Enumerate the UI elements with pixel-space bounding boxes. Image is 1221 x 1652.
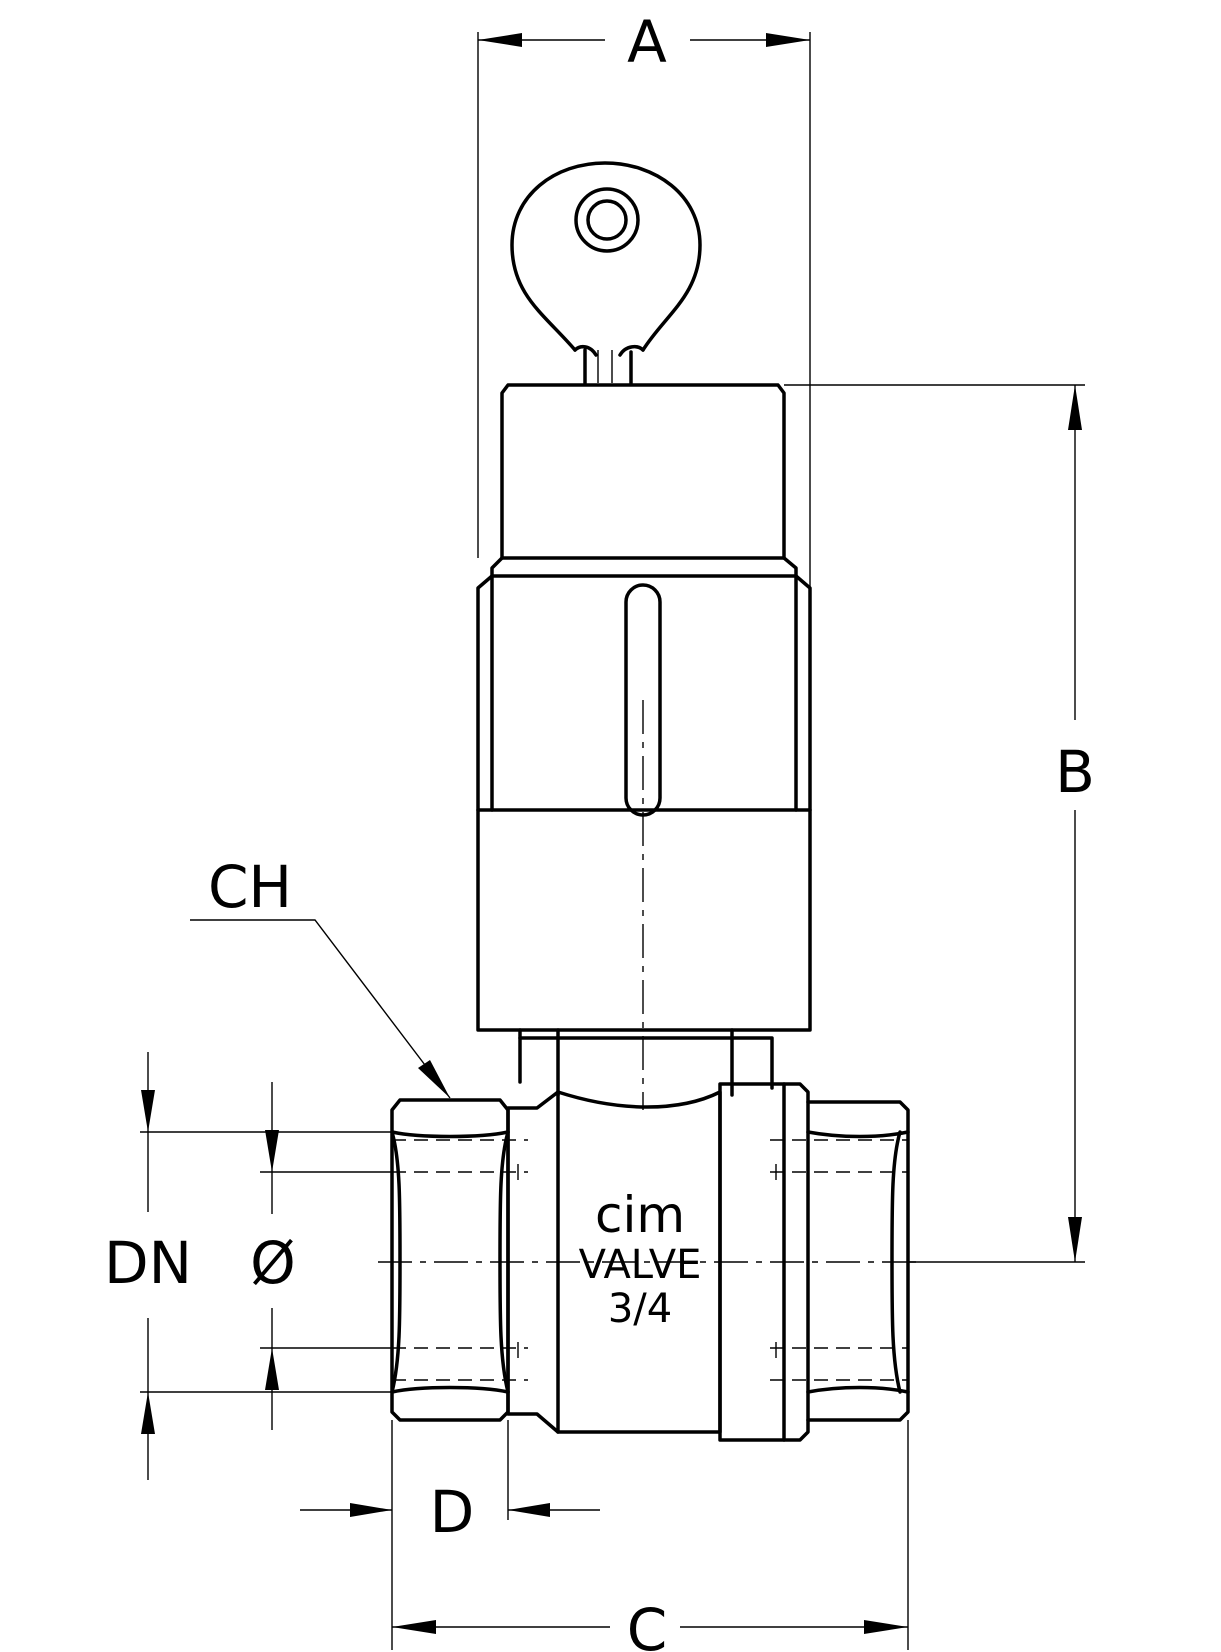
ch-leader bbox=[190, 919, 451, 1099]
dimension-label-b: B bbox=[1055, 738, 1095, 806]
dimension-b bbox=[784, 384, 1085, 1263]
hex-handle-body bbox=[476, 574, 812, 1032]
hidden-thread-lines bbox=[392, 1139, 908, 1381]
dimension-label-a: A bbox=[627, 8, 667, 76]
body-marking-valve: VALVE bbox=[579, 1242, 702, 1288]
body-marking-brand: cim bbox=[595, 1186, 685, 1244]
dimension-label-c: C bbox=[627, 1596, 668, 1652]
dimension-d bbox=[300, 1420, 600, 1520]
dimension-dn bbox=[140, 1052, 392, 1480]
body-marking-size: 3/4 bbox=[608, 1286, 672, 1332]
dimension-a bbox=[477, 32, 811, 588]
key bbox=[510, 161, 702, 385]
dimension-diameter bbox=[260, 1082, 392, 1430]
dimension-label-d: D bbox=[430, 1478, 475, 1546]
dimension-c bbox=[391, 1420, 909, 1650]
lock-cap bbox=[490, 383, 798, 578]
dimension-label-diameter: Ø bbox=[250, 1229, 296, 1297]
center-lines bbox=[378, 700, 920, 1263]
dimension-label-dn: DN bbox=[104, 1229, 192, 1297]
valve-body bbox=[390, 1082, 910, 1442]
dimension-label-ch: CH bbox=[208, 853, 292, 921]
